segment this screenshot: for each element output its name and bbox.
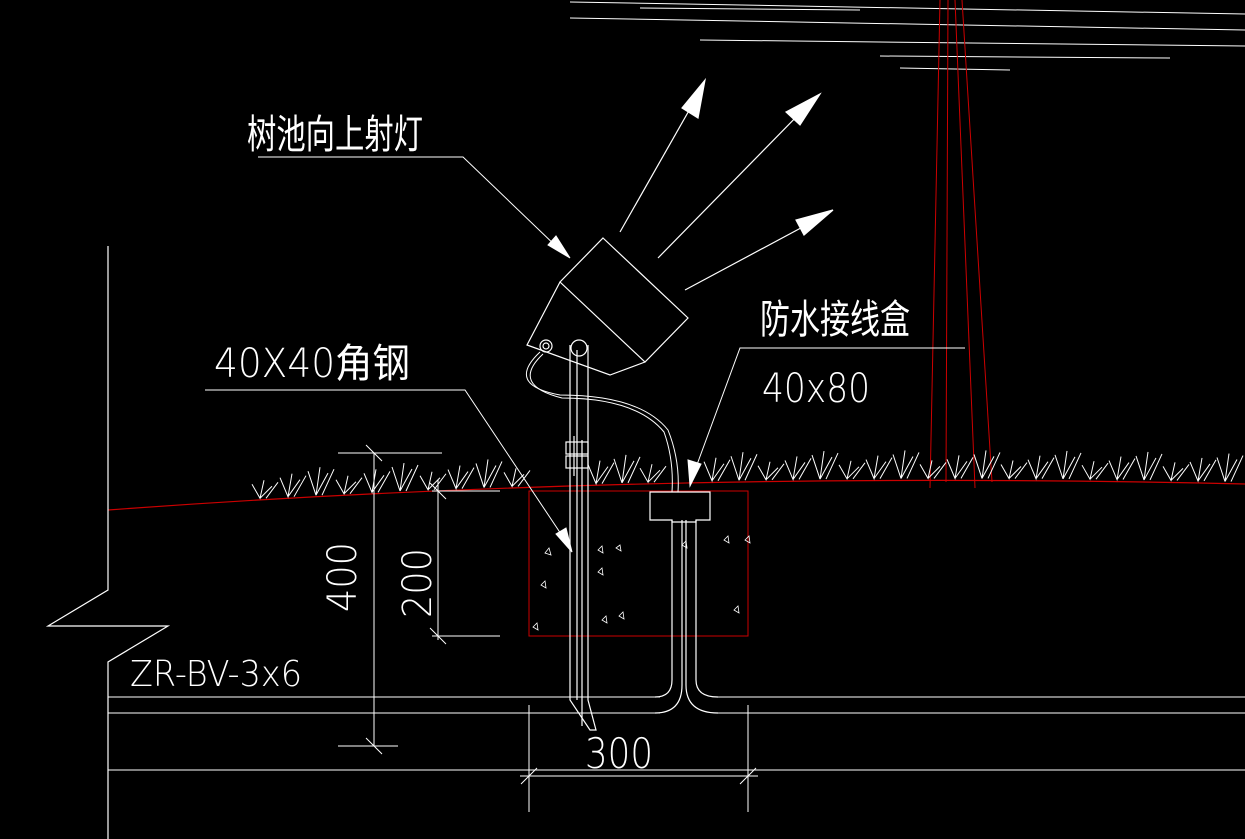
grass-tuft: [757, 461, 785, 482]
grass-tuft: [419, 471, 447, 492]
grass-tuft: [946, 455, 974, 481]
label-waterproof-junction-box: 防水接线盒: [760, 297, 910, 343]
grass-tuft: [1000, 460, 1028, 480]
grass-tuft: [447, 465, 475, 491]
concrete-footing: [528, 490, 749, 637]
grass-tuft: [1162, 462, 1190, 482]
uplight-lamp: [526, 237, 689, 376]
grass-tuft: [251, 480, 279, 500]
grass-tuft: [391, 462, 419, 492]
light-arrows: [619, 77, 834, 291]
leader-angle-steel: [205, 389, 573, 553]
pavement-hatch-lines: [569, 1, 1245, 71]
dim-text-200: 200: [395, 548, 441, 618]
grass-tuft: [865, 455, 893, 481]
grass-tuft: [811, 451, 839, 480]
concrete-speckles: [532, 535, 751, 631]
label-tree-pit-uplight: 树池向上射灯: [247, 112, 423, 158]
grass-tuft: [1054, 450, 1082, 480]
grass-tuft: [1108, 456, 1136, 482]
conduit-pipe: [654, 520, 719, 714]
dimension-400: [338, 444, 442, 755]
grass-tuft: [639, 464, 667, 484]
dim-text-300: 300: [585, 729, 653, 778]
grass-tuft: [279, 473, 307, 499]
red-reference-lines: [929, 0, 993, 489]
power-cable: [525, 351, 679, 493]
grass-tuft: [919, 460, 947, 480]
grass-tuft: [730, 452, 758, 481]
grass-tuft: [703, 457, 731, 483]
grass-tuft: [784, 456, 812, 482]
base-lines: [108, 696, 1245, 771]
grass-tuft: [587, 460, 615, 486]
label-junction-box-size: 40x80: [762, 366, 870, 412]
grass-tuft: [1216, 453, 1244, 482]
grass-tuft: [307, 467, 335, 496]
grass-tuft: [1135, 451, 1163, 481]
grass-tuft: [475, 459, 503, 488]
angle-steel-post: [565, 339, 597, 731]
grass-tuft: [1027, 455, 1055, 481]
label-angle-steel: 40X40角钢: [214, 341, 410, 387]
grass-tuft: [838, 460, 866, 481]
left-wall-break: [45, 246, 171, 839]
grass-tuft: [892, 450, 920, 479]
dim-text-400: 400: [320, 542, 366, 612]
grass-tuft: [335, 475, 363, 496]
grass-tuft: [363, 469, 391, 495]
grass-tuft: [613, 454, 641, 484]
dimension-200: [429, 480, 500, 645]
leader-junction-box: [687, 347, 965, 488]
grass-tuft: [1189, 457, 1217, 483]
leader-uplight: [258, 156, 571, 259]
grass-tuft: [973, 450, 1001, 479]
ground-line: [107, 479, 1245, 511]
grass-tufts: [251, 450, 1244, 500]
dimension-300: [520, 705, 758, 812]
grass-tuft: [1081, 461, 1109, 481]
grass-tuft: [503, 468, 531, 488]
label-cable-spec: ZR-BV-3x6: [130, 654, 302, 695]
junction-box-shape: [649, 491, 711, 523]
